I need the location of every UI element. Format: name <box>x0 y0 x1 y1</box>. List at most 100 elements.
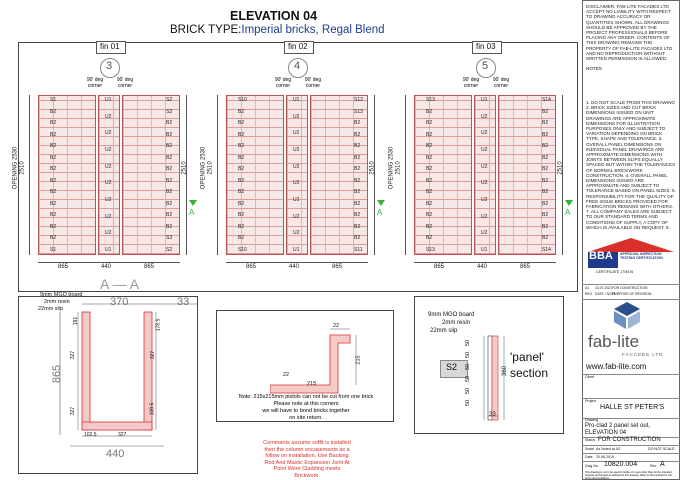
bba-sub: APPROVAL INSPECTION TESTING CERTIFICATIO… <box>620 252 663 260</box>
panel-label-right: B2 <box>354 166 361 173</box>
brick-wall-left <box>414 95 472 255</box>
panel-label-center: U2 <box>105 230 112 237</box>
project-box <box>582 398 680 419</box>
panel-label-left: B2 <box>50 131 57 138</box>
scale-label: Scale <box>585 447 594 451</box>
panel-label-center: U2 <box>481 163 488 170</box>
aa-d1025: 102.5 <box>84 432 97 438</box>
panel-label-right: B2 <box>542 108 549 115</box>
panel-label-right: B2 <box>354 154 361 161</box>
comment-line: Rod And Mastic Expansion Joint At <box>264 459 350 466</box>
panel-label-left: B2 <box>426 120 433 127</box>
panel-label-center: U2 <box>481 230 488 237</box>
section-aa-drawing <box>59 303 198 447</box>
panel-slip: 22mm slip <box>430 328 458 334</box>
fin-number: 3 <box>106 60 113 72</box>
fin-name-box <box>96 41 126 54</box>
bba-badge <box>586 236 676 276</box>
scale-value: As Noted at A3 <box>596 447 620 451</box>
panel-label-right: B2 <box>166 212 173 219</box>
aa-mgo: 9mm MGO board <box>40 292 83 298</box>
brick-type-value: Imperial bricks, Regal Blend <box>241 24 385 36</box>
corner-label-left: 90' deg corner <box>274 77 292 89</box>
panel-label-center: U2 <box>293 113 300 120</box>
dim-opening: OPENING 2530 <box>12 146 19 190</box>
panel-section-l1: 'panel' <box>510 350 544 364</box>
panel-label-left: B2 <box>238 131 245 138</box>
panel-label-center: U1 <box>105 97 112 103</box>
pistol-note-line: we will have to bond bricks together <box>262 408 350 414</box>
fin-name: fin 01 <box>100 42 120 51</box>
panel-label-left: B2 <box>426 200 433 207</box>
panel-label-center: U2 <box>105 213 112 220</box>
panel-section-l2: section <box>510 366 549 380</box>
panel-label-left: B2 <box>238 154 245 161</box>
pistol-note-line: on site return. <box>289 415 323 421</box>
panel-label-left: B2 <box>238 189 245 196</box>
dim-2510-right: 2510 <box>557 161 564 175</box>
aa-d440: 440 <box>106 448 125 460</box>
drawing-box <box>582 418 680 437</box>
aa-slip: 22mm slip <box>38 306 64 312</box>
panel-label-right: B2 <box>354 131 361 138</box>
dim-line-vertical-right <box>186 95 187 255</box>
panel-label-left: S1 <box>50 97 57 103</box>
elevation-title: ELEVATION 04 <box>230 9 318 23</box>
panel-label-left: S1 <box>50 247 57 253</box>
dim-865-left: 865 <box>246 264 257 270</box>
panel-label-right: B2 <box>542 131 549 138</box>
panel-label-center: U1 <box>293 247 300 253</box>
dim-opening: OPENING 2530 <box>200 146 207 190</box>
comment-line: Point Were Cladding meets <box>273 466 341 472</box>
footer-note: This drawing is not to be used in whole … <box>585 471 672 479</box>
panel-drawing <box>483 335 505 421</box>
panel-frame <box>414 296 564 434</box>
fin-number: 4 <box>294 60 301 72</box>
section-aa-frame <box>18 296 198 474</box>
disclaimer: DISCLAIMER. FAB-LITE FACADES LTD ACCEPT … <box>586 4 673 62</box>
section-marker-triangle <box>377 200 385 206</box>
dim-line-vertical <box>217 95 218 255</box>
corner-label-left: 90' deg corner <box>462 77 480 89</box>
dwg-box <box>582 461 680 472</box>
bba-roof-icon <box>588 238 674 268</box>
pistol-note-line: Note: 215x215mm pistols can not be cut f… <box>238 394 374 400</box>
dwg-label: Dwg No. <box>585 464 599 468</box>
pistol-note-line: Please note at this corners <box>273 401 339 407</box>
aa-d327-bottom: 327 <box>118 432 127 438</box>
aa-d178: 178.5 <box>155 318 162 332</box>
panel-label-right: S11 <box>354 247 363 253</box>
panel-label-center: U2 <box>105 130 112 137</box>
panel-label-right: S14 <box>542 247 551 253</box>
aa-d327-left: 327 <box>70 350 77 360</box>
notes-heading: NOTES <box>586 66 602 71</box>
corner-label-right: 90' deg corner <box>116 77 134 89</box>
panel-d50-3: 50 <box>465 363 472 371</box>
panel-label-left: B2 <box>50 120 57 127</box>
dim-865-right: 865 <box>332 264 343 270</box>
section-marker-label: A <box>189 208 195 217</box>
dim-line-vertical <box>405 95 406 255</box>
section-marker-label: A <box>377 208 383 217</box>
panel-label-left: S13 <box>426 97 435 103</box>
panel-label-right: S2 <box>166 97 173 103</box>
website-link[interactable]: www.fab-lite.com <box>586 362 647 371</box>
panel-label-center: U2 <box>293 197 300 203</box>
panel-label-right: B2 <box>542 212 549 219</box>
client-box <box>582 374 680 399</box>
brick-type-line: BRICK TYPE:Imperial bricks, Regal Blend <box>170 24 385 36</box>
panel-label-left: B2 <box>238 235 245 242</box>
panel-label-center: U1 <box>481 247 488 253</box>
panel-d50-1: 50 <box>465 339 472 347</box>
aa-bottom <box>81 421 153 431</box>
dim-440: 440 <box>289 264 300 270</box>
section-marker-triangle <box>189 200 197 206</box>
corner-label-right: 90' deg corner <box>492 77 510 89</box>
panel-label-left: B2 <box>238 143 245 150</box>
panel-label-right: S13 <box>354 108 363 115</box>
panel-label-center: U2 <box>105 180 112 187</box>
panel-label-left: B2 <box>426 166 433 173</box>
dwg-value: 10820.004 <box>604 461 638 468</box>
pistol-frame <box>216 310 394 422</box>
logo-name: fab-lite <box>588 332 640 351</box>
